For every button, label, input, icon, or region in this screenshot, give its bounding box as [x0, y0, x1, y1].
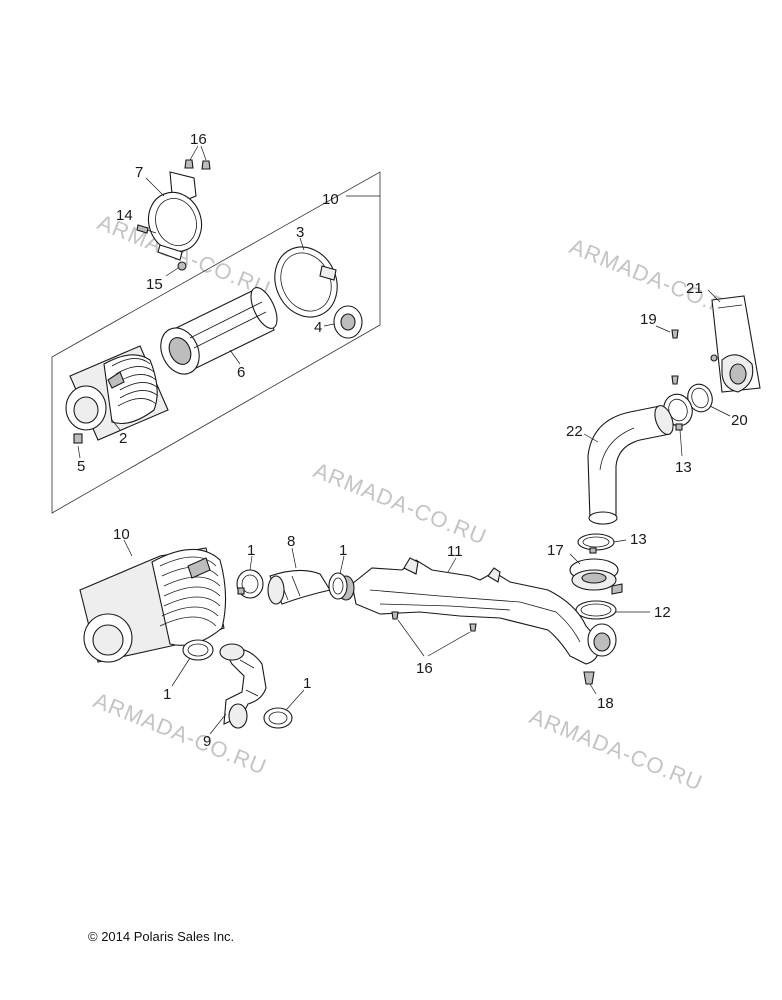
part-1-clamp	[182, 639, 214, 661]
leader-line	[679, 429, 683, 457]
callout-13-upper: 13	[675, 459, 692, 476]
part-3-air-box-cover	[274, 246, 338, 318]
callout-11: 11	[447, 543, 463, 560]
part-4-valve	[333, 305, 363, 339]
part-21-mount-plate	[710, 295, 761, 393]
leader-line	[111, 419, 121, 431]
leader-line	[229, 349, 241, 365]
part-12-clamp	[575, 600, 617, 620]
callout-3: 3	[296, 224, 304, 241]
watermark: ARMADA-CO.RU	[310, 457, 490, 549]
leader-line	[613, 539, 627, 543]
part-2-air-box-body	[65, 345, 169, 441]
part-7-bracket-band	[147, 171, 203, 261]
callout-10-top: 10	[322, 191, 339, 208]
leader-line	[77, 445, 81, 459]
leader-line	[189, 145, 199, 161]
callout-12: 12	[654, 604, 671, 621]
leader-line	[123, 539, 133, 557]
callout-13-lower: 13	[630, 531, 647, 548]
part-8-hose	[267, 569, 331, 605]
leader-line	[165, 267, 179, 277]
leader-line	[569, 553, 581, 565]
watermark: ARMADA-CO.RU	[526, 703, 706, 795]
callout-16-bottom: 16	[416, 660, 433, 677]
leader-line	[427, 631, 471, 657]
copyright-notice: © 2014 Polaris Sales Inc.	[88, 929, 234, 944]
callout-16-top: 16	[190, 131, 207, 148]
callout-14: 14	[116, 207, 133, 224]
part-20-clamp	[687, 383, 713, 413]
part-16-push-rivets	[391, 611, 477, 632]
leader-line	[171, 657, 191, 687]
part-16-push-rivets	[184, 159, 211, 170]
callout-1: 1	[303, 675, 311, 692]
callout-5: 5	[77, 458, 85, 475]
callout-21: 21	[686, 280, 703, 297]
leader-line	[209, 713, 227, 735]
part-1-clamp	[263, 707, 293, 729]
leader-line	[709, 405, 731, 417]
part-19-screws	[671, 329, 679, 385]
part-9-elbow-hose	[219, 643, 267, 729]
leader-line	[339, 555, 345, 575]
callout-1: 1	[339, 542, 347, 559]
callout-2: 2	[119, 430, 127, 447]
leader-line	[299, 237, 305, 251]
callout-17: 17	[547, 542, 564, 559]
leader-line	[655, 325, 671, 333]
leader-line	[589, 683, 597, 695]
leader-line	[200, 145, 207, 161]
callout-8: 8	[287, 533, 295, 550]
callout-4: 4	[314, 319, 322, 336]
part-18-drain-valve	[583, 671, 595, 685]
callout-19: 19	[640, 311, 657, 328]
leader-line	[447, 557, 457, 573]
leader-line	[285, 689, 305, 711]
part-14-screw	[136, 224, 157, 234]
leader-line	[249, 555, 253, 571]
leader-line	[397, 619, 425, 657]
part-1-clamp	[328, 572, 348, 600]
callout-10-bottom: 10	[113, 526, 130, 543]
callout-9: 9	[203, 733, 211, 750]
kit-boundary-box	[51, 171, 381, 514]
callout-15: 15	[146, 276, 163, 293]
callout-1: 1	[247, 542, 255, 559]
callout-6: 6	[237, 364, 245, 381]
leader-line	[583, 433, 599, 443]
part-6-filter-element	[160, 287, 278, 375]
callout-1: 1	[163, 686, 171, 703]
leader-line	[707, 289, 721, 303]
part-5-drain	[73, 433, 83, 444]
leader-line	[291, 547, 297, 569]
part-1-clamp	[236, 569, 264, 599]
part-13-clamp	[577, 533, 615, 554]
leader-line	[323, 323, 335, 327]
part-22-intake-elbow	[587, 405, 674, 525]
callout-7: 7	[135, 164, 143, 181]
leader-line	[145, 177, 165, 197]
part-17-boot	[569, 558, 623, 595]
callout-22: 22	[566, 423, 583, 440]
callout-18: 18	[597, 695, 614, 712]
callout-20: 20	[731, 412, 748, 429]
part-15-nut	[177, 261, 187, 271]
